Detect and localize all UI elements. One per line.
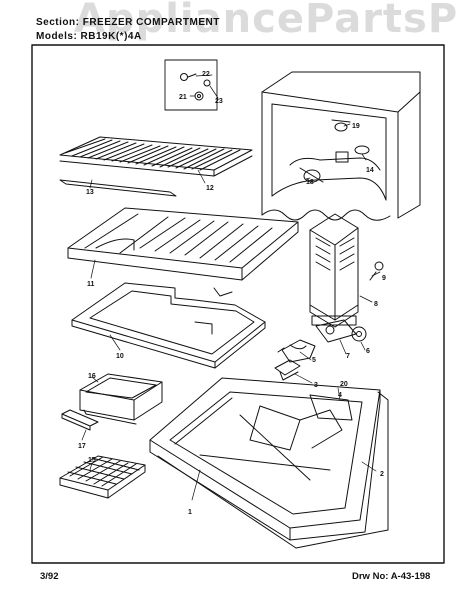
callout-19: 19 [352, 123, 360, 130]
callout-12: 12 [206, 185, 214, 192]
callout-6: 6 [366, 348, 370, 355]
callout-5: 5 [312, 357, 316, 364]
liner-pan [149, 377, 389, 549]
callout-8: 8 [374, 301, 378, 308]
callout-3: 3 [314, 382, 318, 389]
callout-17: 17 [78, 443, 86, 450]
bin-rail [61, 409, 99, 431]
callout-18: 18 [306, 179, 314, 186]
wire-shelf [59, 136, 253, 197]
callout-4: 4 [338, 392, 342, 399]
ice-tray [59, 455, 146, 499]
watermark: AppliancePartsPros.com [74, 0, 458, 42]
callout-11: 11 [87, 281, 95, 288]
knob-part [180, 73, 188, 81]
leader-lines [81, 74, 381, 501]
drawing-number: Drw No: A-43-198 [352, 571, 431, 582]
inset-box [164, 59, 218, 111]
callout-2: 2 [380, 471, 384, 478]
cabinet-liner [261, 71, 421, 221]
callout-1: 1 [188, 509, 192, 516]
callout-7: 7 [346, 353, 350, 360]
slotted-shelf [67, 207, 299, 297]
screw-part [203, 79, 211, 87]
callout-16: 16 [88, 373, 96, 380]
section-title: Section: FREEZER COMPARTMENT [36, 17, 220, 28]
ice-bin [79, 373, 163, 425]
callout-labels: 1 2 3 4 5 6 7 8 9 10 11 12 13 14 15 16 1… [78, 71, 386, 516]
drawing-frame [31, 44, 445, 564]
washer-part [194, 91, 204, 101]
evaporator-cover [309, 213, 384, 328]
callout-13: 13 [86, 189, 94, 196]
model-title: Models: RB19K(*)4A [36, 31, 142, 42]
callout-14: 14 [366, 167, 374, 174]
drain-trough [309, 394, 353, 421]
cover-panel [71, 282, 266, 369]
callout-10: 10 [116, 353, 124, 360]
callout-21: 21 [179, 94, 187, 101]
callout-15: 15 [88, 457, 96, 464]
revision-date: 3/92 [40, 571, 59, 582]
fan-assembly [274, 319, 367, 381]
screw-9 [374, 261, 384, 271]
callout-9: 9 [382, 275, 386, 282]
callout-20: 20 [340, 381, 348, 388]
callout-23: 23 [215, 98, 223, 105]
callout-22: 22 [202, 71, 210, 78]
